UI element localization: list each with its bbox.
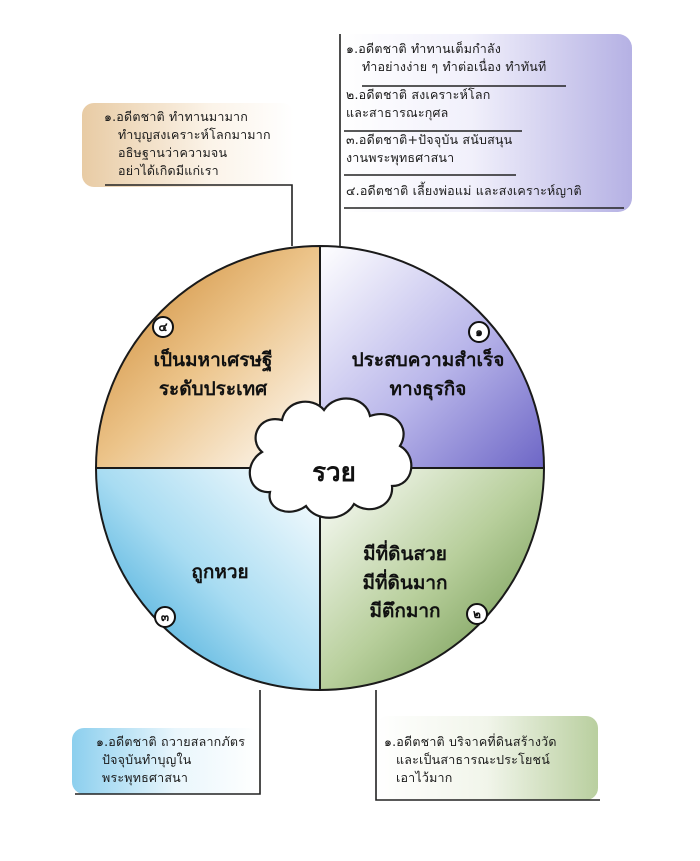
note-line: ทำอย่างง่าย ๆ ทำต่อเนื่อง ทำทันที <box>362 59 547 75</box>
note-line: อธิษฐานว่าความจน <box>118 145 228 161</box>
quadrant-title-line: มีที่ดินมาก <box>362 571 448 594</box>
note-line: ๑.อดีตชาติ ถวายสลากภัตร <box>96 734 246 749</box>
note-line: ๑.อดีตชาติ บริจาคที่ดินสร้างวัด <box>384 734 557 749</box>
center-label: รวย <box>312 458 356 488</box>
center-cloud <box>248 397 413 519</box>
note-q1: ๑.อดีตชาติ ทำทานเต็มกำลัง ทำอย่างง่าย ๆ … <box>346 40 582 198</box>
note-item-3: ๓.อดีตชาติ+ปัจจุบัน สนับสนุน งานพระพุทธศ… <box>346 131 582 175</box>
quadrant-title-q1: ประสบความสำเร็จ ทางธุรกิจ <box>328 346 528 403</box>
quadrant-q4 <box>94 244 321 469</box>
note-line: ๑.อดีตชาติ ทำทานเต็มกำลัง <box>346 41 502 56</box>
quadrant-title-q3: ถูกหวย <box>160 558 280 587</box>
quadrant-title-q2: มีที่ดินสวย มีที่ดินมาก มีตึกมาก <box>330 540 480 626</box>
quadrant-title-line: มีตึกมาก <box>369 600 441 622</box>
quadrant-title-line: ทางธุรกิจ <box>389 377 467 400</box>
note-line: ๒.อดีตชาติ สงเคราะห์โลก <box>346 87 491 102</box>
note-item-2: ๒.อดีตชาติ สงเคราะห์โลก และสาธารณะกุศล <box>346 86 582 131</box>
note-q2: ๑.อดีตชาติ บริจาคที่ดินสร้างวัด และเป็นส… <box>384 733 557 787</box>
note-box-q4 <box>82 103 294 187</box>
note-line: และเป็นสาธารณะประโยชน์ <box>396 752 550 768</box>
quadrant-q1 <box>319 244 546 469</box>
quadrant-title-line: มีที่ดินสวย <box>363 543 447 565</box>
note-line: ทำบุญสงเคราะห์โลกมามาก <box>118 127 271 143</box>
quadrant-number-q4: ๔ <box>152 316 174 338</box>
note-box-q2 <box>376 716 598 800</box>
connector-lines <box>75 34 624 801</box>
note-line: อย่าได้เกิดมีแก่เรา <box>118 163 219 179</box>
note-line: และสาธารณะกุศล <box>346 105 449 121</box>
note-line: พระพุทธศาสนา <box>102 770 189 786</box>
note-item-4: ๔.อดีตชาติ เลี้ยงพ่อแม่ และสงเคราะห์ญาติ <box>346 175 582 198</box>
note-item-1: ๑.อดีตชาติ ทำทานเต็มกำลัง ทำอย่างง่าย ๆ … <box>346 40 582 86</box>
quadrant-title-line: เป็นมหาเศรษฐี <box>153 349 273 371</box>
note-line: ปัจจุบันทำบุญใน <box>102 752 192 768</box>
quadrant-title-q4: เป็นมหาเศรษฐี ระดับประเทศ <box>118 346 308 403</box>
note-box-q3 <box>72 728 260 794</box>
note-line: งานพระพุทธศาสนา <box>346 150 455 166</box>
quadrant-number-q3: ๓ <box>154 606 176 628</box>
note-q3: ๑.อดีตชาติ ถวายสลากภัตร ปัจจุบันทำบุญใน … <box>96 733 245 787</box>
note-box-q1 <box>340 34 632 212</box>
note-line: ๓.อดีตชาติ+ปัจจุบัน สนับสนุน <box>346 132 513 147</box>
quadrant-title-line: ระดับประเทศ <box>158 377 268 400</box>
quadrant-number-q1: ๑ <box>468 321 490 343</box>
quadrant-title-line: ประสบความสำเร็จ <box>351 349 505 371</box>
note-line: ๑.อดีตชาติ ทำทานมามาก <box>104 109 248 124</box>
note-q4: ๑.อดีตชาติ ทำทานมามาก ทำบุญสงเคราะห์โลกม… <box>104 108 271 181</box>
quadrant-number-q2: ๒ <box>466 603 488 625</box>
quadrant-title-line: ถูกหวย <box>191 561 249 583</box>
note-line: เอาไว้มาก <box>396 770 453 786</box>
note-line: ๔.อดีตชาติ เลี้ยงพ่อแม่ และสงเคราะห์ญาติ <box>346 183 582 198</box>
